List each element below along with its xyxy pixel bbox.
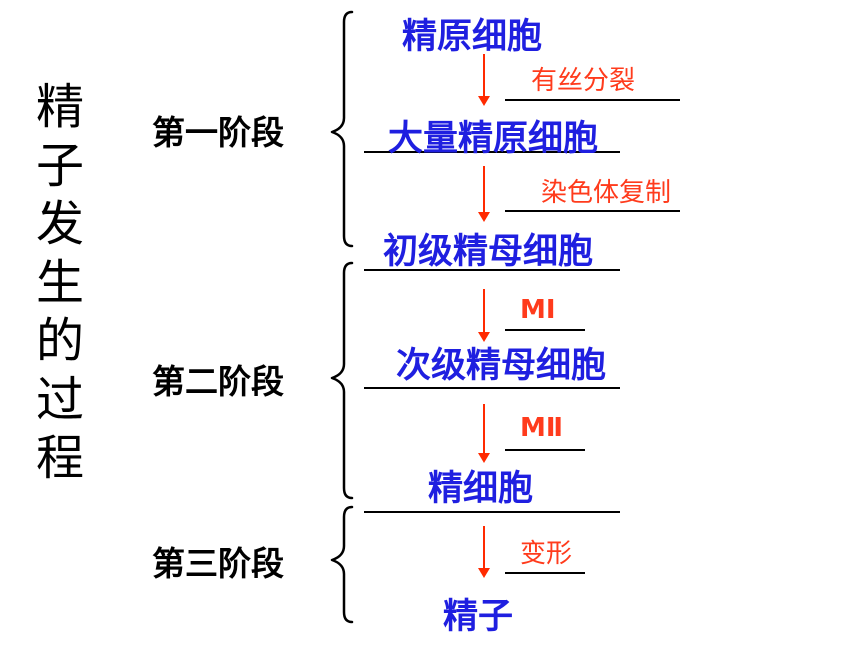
process-chromosome-replication: 染色体复制	[541, 178, 672, 208]
title-char: 子	[35, 137, 84, 194]
title-char: 的	[35, 313, 84, 369]
process-transformation: 变形	[520, 539, 573, 569]
process-meiosis-1: MⅠ	[520, 295, 556, 325]
title-char: 发	[35, 196, 84, 252]
process-meiosis-2: MⅡ	[520, 413, 563, 443]
brace-stage-1	[330, 10, 354, 248]
process-mitosis: 有丝分裂	[531, 66, 636, 96]
title-char: 生	[35, 254, 84, 311]
cell-spermatid: 精细胞	[428, 469, 534, 509]
cell-spermatogonium: 精原细胞	[402, 17, 543, 57]
arrowhead	[478, 332, 490, 342]
brace-stage-3	[330, 505, 354, 624]
title-char: 过	[35, 371, 84, 428]
arrowhead	[478, 568, 490, 578]
cell-secondary-spermatocyte: 次级精母细胞	[396, 346, 607, 386]
cell-primary-spermatocyte: 初级精母细胞	[383, 232, 594, 272]
stage-label-1: 第一阶段	[152, 113, 284, 152]
arrowhead	[478, 96, 490, 106]
cell-many-spermatogonia: 大量精原细胞	[388, 119, 599, 159]
arrowhead	[478, 453, 490, 463]
title-char: 精	[35, 79, 84, 135]
brace-stage-2	[330, 261, 354, 500]
stage-label-3: 第三阶段	[152, 544, 284, 583]
title-char: 程	[35, 430, 84, 486]
vertical-title: 精 子 发 生 的 过 程	[30, 78, 90, 488]
arrowhead	[478, 212, 490, 222]
stage-label-2: 第二阶段	[152, 362, 284, 401]
cell-sperm: 精子	[443, 597, 514, 637]
